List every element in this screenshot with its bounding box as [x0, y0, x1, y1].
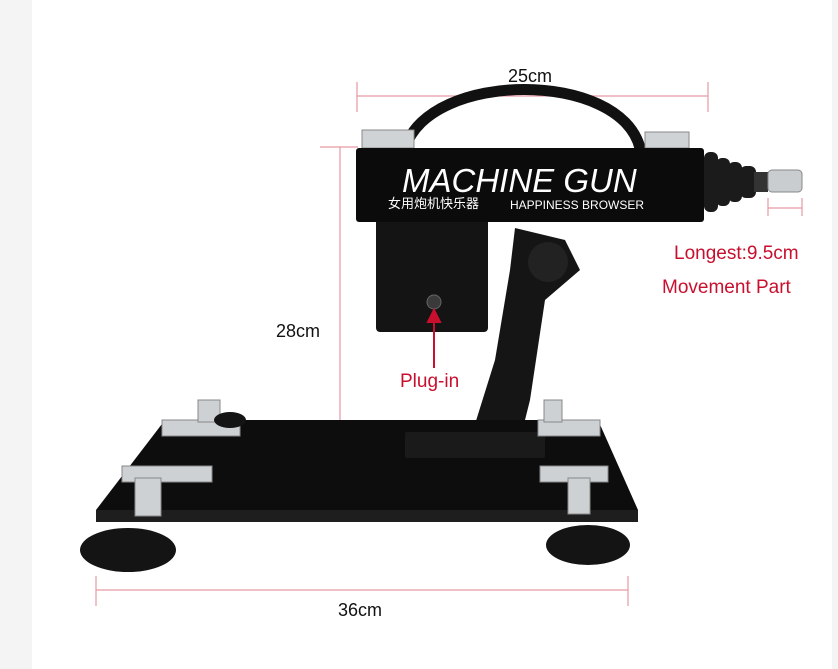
plug-arrow	[426, 307, 442, 368]
movement-part-label: Movement Part	[662, 277, 791, 298]
top-width-label: 25cm	[508, 66, 553, 86]
gun-body	[356, 148, 704, 222]
brand-text: MACHINE GUN	[402, 162, 637, 199]
suction-feet	[80, 412, 630, 572]
chinese-text: 女用炮机快乐器	[388, 196, 479, 212]
arm-mount	[405, 432, 545, 458]
motor-box	[376, 212, 488, 332]
plug-in-label: Plug-in	[400, 371, 460, 392]
bellows	[704, 152, 768, 212]
dimension-lines	[95, 82, 803, 606]
right-margin-strip	[832, 0, 838, 669]
base-plate-edge	[96, 510, 638, 522]
height-label: 28cm	[276, 321, 321, 341]
left-margin-strip	[0, 0, 32, 669]
sub-text: HAPPINESS BROWSER	[510, 198, 644, 212]
plug-socket	[426, 294, 442, 310]
base-clamps	[121, 399, 609, 517]
stroke-tip	[767, 169, 803, 193]
base-width-label: 36cm	[338, 600, 383, 620]
arm-knob	[528, 242, 568, 282]
carry-strap	[399, 84, 646, 154]
stroke-length-label: Longest:9.5cm	[674, 243, 799, 264]
